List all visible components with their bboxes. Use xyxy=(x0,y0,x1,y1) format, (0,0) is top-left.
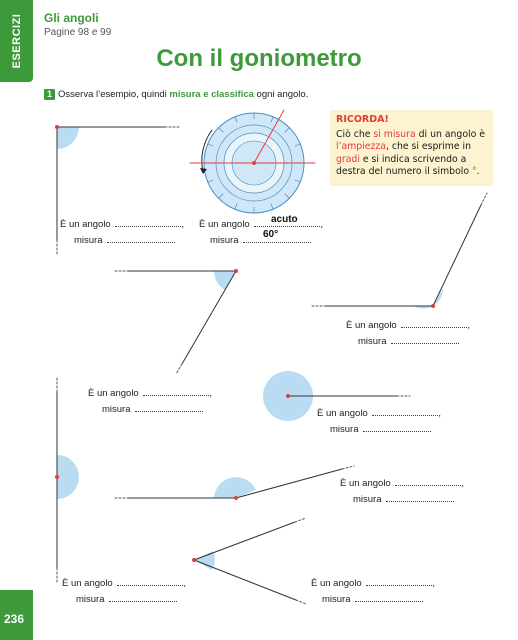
example-answer-type: acuto xyxy=(271,214,298,225)
measure-label-6: misura . xyxy=(353,493,455,505)
page-number: 236 xyxy=(4,612,25,626)
angle-figure-3 xyxy=(311,192,488,309)
chapter-title: Gli angoli xyxy=(44,11,99,25)
measure-blank-6[interactable] xyxy=(386,493,453,502)
example-answer-measure: 60° xyxy=(263,229,279,240)
measure-blank-5[interactable] xyxy=(363,423,430,432)
angle-figure-6 xyxy=(114,465,355,500)
measure-label-2: misura . xyxy=(102,403,204,415)
measure-label-3: misura . xyxy=(358,335,460,347)
measure-label-1: misura . xyxy=(74,234,176,246)
angle-type-blank-3[interactable] xyxy=(401,319,468,328)
angle-figure-5 xyxy=(263,371,411,421)
measure-blank-7[interactable] xyxy=(355,593,422,602)
ricorda-box: RICORDA! Ciò che si misura di un angolo … xyxy=(330,110,493,186)
angle-figure-1 xyxy=(55,125,181,256)
ricorda-title: RICORDA! xyxy=(336,114,389,125)
angle-figure-7 xyxy=(192,517,307,605)
angle-type-label-4: È un angolo , xyxy=(62,577,186,589)
angle-type-blank-6[interactable] xyxy=(395,477,462,486)
measure-label-4: misura . xyxy=(76,593,178,605)
measure-label-5: misura . xyxy=(330,423,432,435)
page-reference: Pagine 98 e 99 xyxy=(44,27,112,38)
measure-blank-3[interactable] xyxy=(391,335,458,344)
angle-type-label-3: È un angolo , xyxy=(346,319,470,331)
measure-blank-2[interactable] xyxy=(135,403,202,412)
angle-type-blank-4[interactable] xyxy=(117,577,184,586)
measure-blank-example xyxy=(243,234,310,243)
exercise-number: 1 xyxy=(44,89,55,100)
section-tab: ESERCIZI xyxy=(0,0,33,82)
angle-type-label-1: È un angolo , xyxy=(60,218,184,230)
angle-type-blank-2[interactable] xyxy=(143,387,210,396)
angle-figure-4 xyxy=(55,377,79,583)
angle-type-label-2: È un angolo , xyxy=(88,387,212,399)
page-title: Con il goniometro xyxy=(156,45,362,72)
angle-type-label-5: È un angolo , xyxy=(317,407,441,419)
measure-blank-1[interactable] xyxy=(107,234,174,243)
angle-type-label-7: È un angolo , xyxy=(311,577,435,589)
measure-blank-4[interactable] xyxy=(109,593,176,602)
measure-label-example: misura . xyxy=(210,234,312,246)
angle-type-label-6: È un angolo , xyxy=(340,477,464,489)
angle-type-blank-5[interactable] xyxy=(372,407,439,416)
angle-type-blank-1[interactable] xyxy=(115,218,182,227)
page-number-bar xyxy=(0,590,33,640)
angle-figure-2 xyxy=(114,269,238,375)
measure-label-7: misura . xyxy=(322,593,424,605)
angle-type-blank-7[interactable] xyxy=(366,577,433,586)
protractor-example xyxy=(189,109,316,214)
angle-type-label-example: È un angolo , xyxy=(199,218,323,230)
angle-type-blank-example xyxy=(254,218,321,227)
